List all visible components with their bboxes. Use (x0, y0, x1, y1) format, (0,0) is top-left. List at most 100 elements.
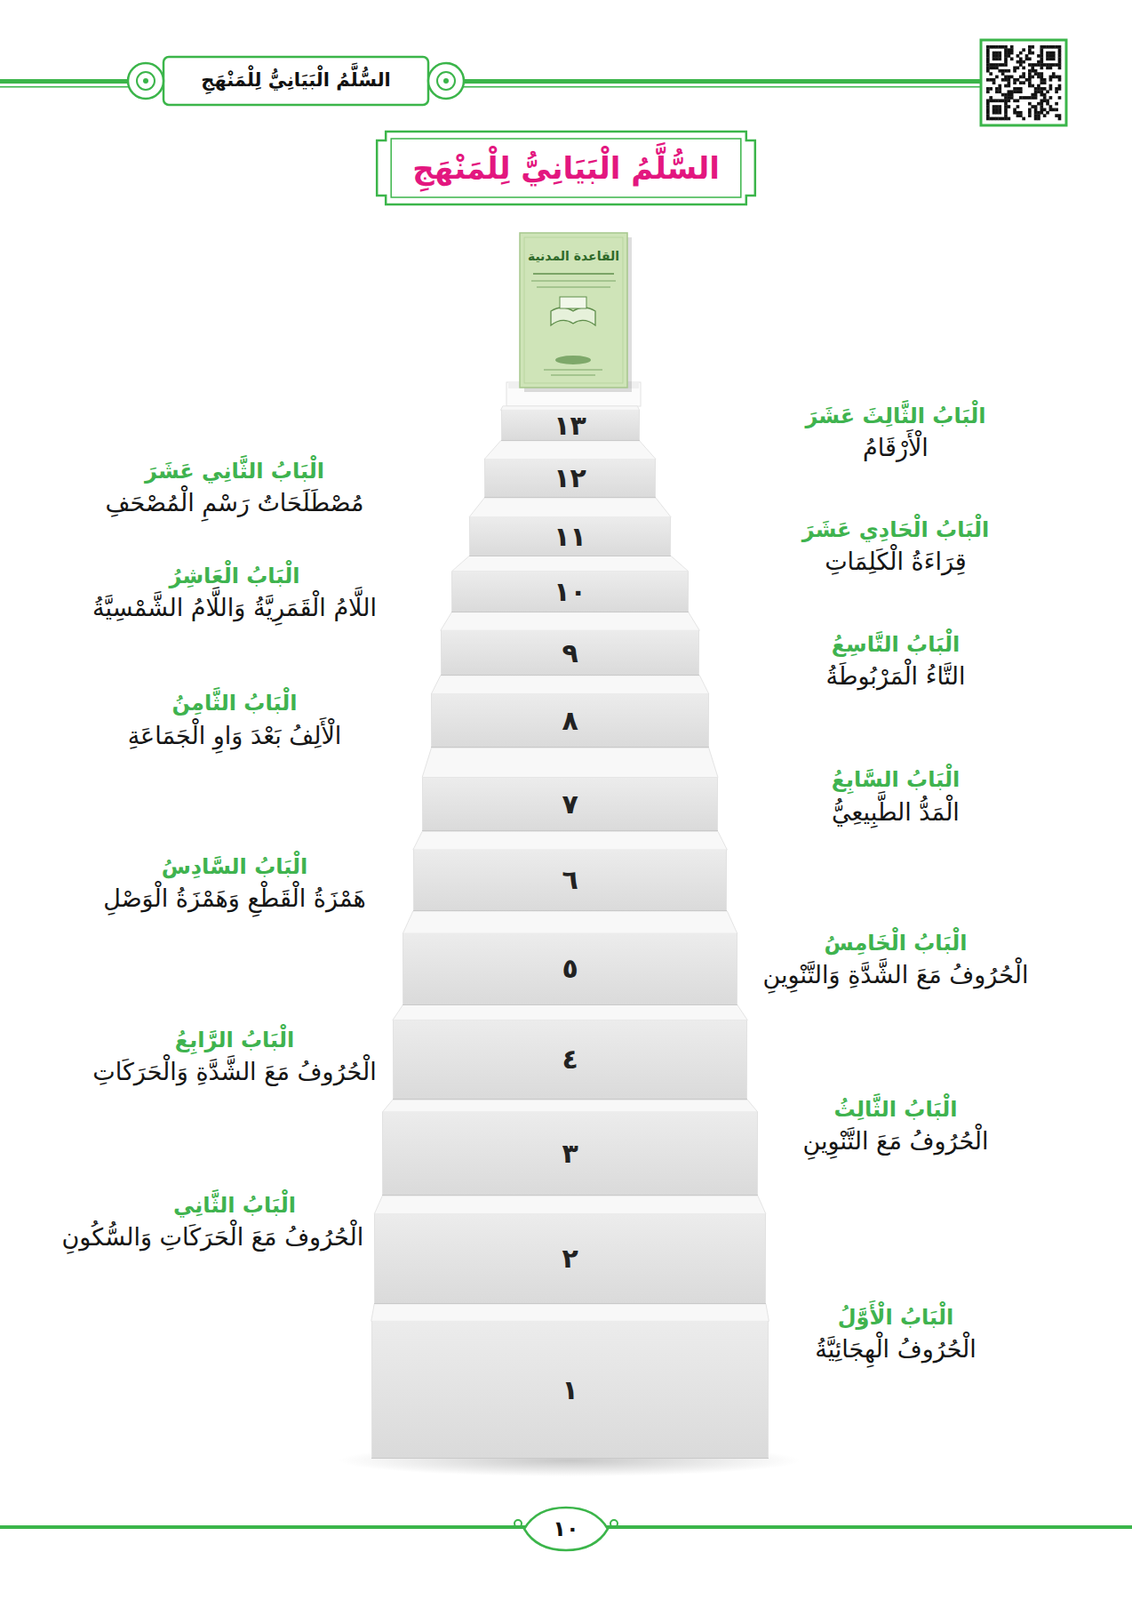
qr-module (995, 108, 999, 112)
qr-module (1043, 87, 1047, 91)
qr-module (1054, 113, 1059, 118)
qr-module (1025, 56, 1029, 61)
qr-module (1036, 89, 1041, 94)
qr-module (1039, 54, 1044, 58)
stair-step: ١٣الْبَابُ الثَّالِثَ عَشَرَالْأَرْقَامُ (501, 409, 640, 440)
qr-module (997, 108, 1002, 112)
qr-module (997, 69, 1002, 73)
qr-module (1025, 95, 1029, 100)
step-number: ٦ (561, 863, 578, 896)
chapter-title: قِرَاءَةُ الْكَلِمَاتِ (824, 545, 967, 577)
ornament-curl (610, 1519, 618, 1527)
qr-module (992, 108, 997, 112)
qr-module (1004, 51, 1008, 56)
qr-module (1049, 51, 1053, 56)
chapter-title: مُصْطَلَحَاتُ رَسْمِ الْمُصْحَفِ (105, 486, 365, 519)
qr-module (997, 45, 1002, 49)
qr-module (1058, 47, 1062, 52)
chapter-heading: الْبَابُ الرَّابِعُ (175, 1026, 295, 1054)
qr-module (1001, 98, 1005, 103)
title-frame-outer (376, 131, 756, 205)
qr-module (1016, 66, 1021, 71)
qr-module (1039, 80, 1044, 85)
qr-module (992, 117, 997, 121)
qr-module (1028, 71, 1032, 76)
chapter-heading: الْبَابُ التَّاسِعُ (831, 630, 961, 659)
qr-module (1049, 84, 1053, 88)
qr-module (1021, 71, 1026, 76)
qr-module (1039, 56, 1044, 61)
qr-module (1012, 69, 1017, 73)
qr-module (1028, 102, 1032, 106)
qr-module (995, 63, 999, 67)
qr-module (992, 63, 997, 67)
stair-tread (422, 747, 718, 777)
qr-module (1010, 51, 1014, 56)
stair-step: ٨الْبَابُ الثَّامِنُالْأَلِفُ بَعْدَ وَا… (430, 693, 709, 748)
qr-module (986, 89, 990, 94)
qr-module (1043, 80, 1047, 85)
chapter-heading: الْبَابُ الثَّالِثَ عَشَرَ (805, 402, 986, 431)
stair-tread (371, 1303, 770, 1322)
qr-module (1007, 47, 1012, 52)
qr-module (1016, 89, 1021, 94)
qr-module (1019, 111, 1023, 115)
qr-module (1019, 63, 1023, 67)
qr-module (995, 104, 999, 109)
qr-module (986, 78, 990, 82)
stair-step: ٥الْبَابُ الْخَامِسُالْحُرُوفُ مَعَ الشَ… (402, 932, 737, 1005)
qr-module (1036, 54, 1041, 58)
qr-module (1004, 60, 1008, 64)
qr-module (1054, 87, 1059, 91)
qr-module (1030, 95, 1035, 100)
qr-module (1007, 78, 1012, 82)
qr-module (986, 45, 990, 49)
page-number-ornament (524, 1506, 608, 1550)
qr-module (1019, 113, 1023, 118)
qr-module (1007, 117, 1012, 121)
qr-module (1039, 75, 1044, 80)
qr-module (1004, 117, 1008, 121)
qr-module (1052, 45, 1056, 49)
qr-module (1034, 69, 1038, 73)
qr-module (1001, 69, 1005, 73)
step-number: ٥ (561, 952, 578, 985)
qr-module (1036, 111, 1041, 115)
qr-module (1058, 63, 1062, 67)
qr-module (986, 56, 990, 61)
qr-module (988, 78, 993, 82)
qr-module (1030, 45, 1035, 49)
header-ornament (127, 63, 164, 99)
qr-module (988, 66, 993, 71)
qr-module (1012, 80, 1017, 85)
qr-module (986, 102, 990, 106)
qr-module (1021, 80, 1026, 85)
qr-module (1004, 95, 1008, 100)
qr-module (1058, 87, 1062, 91)
book-cover-border (524, 237, 623, 383)
stair-step: ١الْبَابُ الْأَوَّلُالْحُرُوفُ الْهِجَائ… (371, 1320, 770, 1459)
qr-module (992, 104, 997, 109)
header-ornament-dot (143, 78, 149, 84)
stair-tread (413, 830, 728, 850)
step-number: ١١ (553, 520, 587, 553)
qr-module (1054, 89, 1059, 94)
qr-module (1021, 66, 1026, 71)
qr-module (986, 113, 990, 118)
qr-module (1049, 54, 1053, 58)
qr-module (1034, 93, 1038, 97)
chapter-heading: الْبَابُ الثَّانِي (173, 1191, 296, 1220)
qr-module (1039, 87, 1044, 91)
qr-module (1039, 63, 1044, 67)
qr-module (986, 108, 990, 112)
qr-module (1036, 71, 1041, 76)
qr-module (1012, 111, 1017, 115)
qr-module (986, 111, 990, 115)
qr-module (1054, 63, 1059, 67)
qr-module (1039, 111, 1044, 115)
qr-module (1036, 63, 1041, 67)
frames (127, 56, 756, 205)
qr-module (1021, 60, 1026, 64)
qr-module (1039, 108, 1044, 112)
